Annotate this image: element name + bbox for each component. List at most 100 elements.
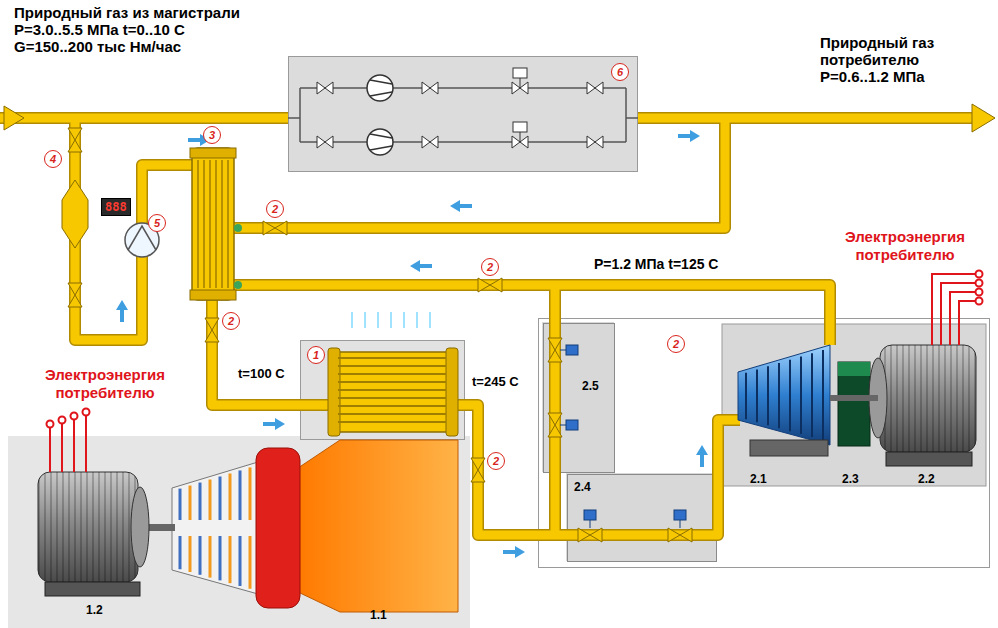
exhaust-heat-exchanger xyxy=(338,421,446,423)
station-valves xyxy=(513,122,527,132)
generator xyxy=(880,345,976,452)
power-note: Электроэнергия потребителю xyxy=(30,366,180,402)
compressor-blades xyxy=(239,470,242,520)
flow-arrows xyxy=(696,445,708,467)
callout-number: 2 xyxy=(667,335,685,353)
compressor-blades xyxy=(209,536,212,578)
callout-number: 1 xyxy=(307,346,325,364)
pipe-outline xyxy=(0,112,288,124)
gearbox xyxy=(838,362,870,446)
warm-air-stripes xyxy=(403,312,405,328)
compressor-blades xyxy=(209,480,212,520)
outlet-note: Природный газ потребителю P=0.6..1.2 МПа xyxy=(820,34,980,85)
heat-exchanger xyxy=(192,148,234,300)
actuator-stems xyxy=(560,350,680,528)
heat-exchanger xyxy=(215,160,217,288)
part-number: 2.1 xyxy=(750,472,767,486)
heat-exchanger xyxy=(190,290,236,300)
callout-number: 4 xyxy=(44,150,62,168)
power-wires xyxy=(47,421,54,428)
warm-air-stripes xyxy=(390,312,392,328)
exhaust-heat-exchanger xyxy=(338,381,446,383)
inlet-note: Природный газ из магистрали P=3.0..5.5 М… xyxy=(14,4,264,55)
expander-base xyxy=(750,440,828,456)
compressor-blades xyxy=(219,536,222,580)
station-valves xyxy=(520,132,521,142)
gas-pipeline xyxy=(234,118,725,228)
heat-exchanger xyxy=(234,281,242,289)
station-compressors xyxy=(367,129,393,155)
compressor xyxy=(172,462,258,594)
flow-arrows xyxy=(678,130,700,142)
power-wires xyxy=(959,301,975,345)
flow-arrows xyxy=(450,200,472,212)
gas-pipeline xyxy=(638,114,975,123)
heat-exchanger xyxy=(221,160,223,288)
warm-air-stripes xyxy=(364,312,366,328)
actuator-stems xyxy=(560,425,566,426)
pipe-valves xyxy=(478,278,502,292)
power-wires xyxy=(976,298,983,305)
station-valves xyxy=(317,68,603,148)
panel-number: 2.4 xyxy=(574,480,591,494)
gas-pipeline xyxy=(458,405,740,535)
exhaust-heat-exchanger xyxy=(338,357,446,359)
pipe-valves xyxy=(548,413,562,437)
heat-exchanger xyxy=(197,160,199,288)
expander-blades xyxy=(822,350,824,440)
expander-blades xyxy=(767,366,769,425)
expander-blades xyxy=(800,357,802,435)
temperature-note: t=245 C xyxy=(470,374,521,389)
heat-exchanger xyxy=(227,160,229,288)
panel-number: 2.5 xyxy=(582,379,599,393)
pipe-outline xyxy=(458,405,740,535)
station-valves xyxy=(422,136,438,148)
warm-air-stripes xyxy=(429,312,431,328)
compressor-blades xyxy=(199,483,202,520)
power-wires xyxy=(932,271,983,346)
valve-panel xyxy=(566,473,716,561)
part-number: 1.1 xyxy=(370,608,387,622)
power-wires xyxy=(59,417,66,424)
callout-number: 6 xyxy=(611,63,629,81)
station-compressors xyxy=(367,75,393,155)
flow-arrows xyxy=(116,130,708,558)
flow-arrows xyxy=(410,260,432,272)
valve-actuators xyxy=(566,420,578,430)
compressor-blades xyxy=(189,486,192,520)
gas-pipeline xyxy=(0,114,288,123)
exhaust-heat-exchanger xyxy=(328,348,458,436)
combustor xyxy=(256,448,300,608)
power-wires xyxy=(950,292,975,345)
generator xyxy=(38,472,149,596)
expander-turbine xyxy=(738,345,830,445)
generator xyxy=(880,345,976,452)
power-wires xyxy=(976,280,983,287)
actuator-stems xyxy=(680,520,681,528)
callout-number: 2 xyxy=(266,200,284,218)
heat-exchanger xyxy=(203,160,205,288)
actuator-stems xyxy=(560,350,566,351)
pipe-outline xyxy=(549,285,561,535)
pipe-outline xyxy=(638,112,975,124)
turbine-exhaust xyxy=(298,440,458,612)
valve-actuators xyxy=(566,345,686,520)
pipe-valves xyxy=(668,528,692,542)
power-wires xyxy=(932,274,975,345)
exhaust-heat-exchanger xyxy=(338,365,446,367)
valve-actuators xyxy=(674,510,686,520)
power-wires xyxy=(941,283,975,345)
exhaust-heat-exchanger xyxy=(338,405,446,407)
pipe-valves xyxy=(68,283,82,307)
station-valves xyxy=(317,136,333,148)
pipe-valves xyxy=(68,128,82,152)
compressor-blades xyxy=(199,536,202,575)
station-lines xyxy=(288,88,638,142)
actuator-stems xyxy=(590,520,591,528)
station-compressors xyxy=(370,134,392,150)
gearbox xyxy=(838,362,870,376)
shaft xyxy=(830,395,878,401)
pipe-valves xyxy=(471,458,485,482)
pipe-outline xyxy=(234,118,725,228)
